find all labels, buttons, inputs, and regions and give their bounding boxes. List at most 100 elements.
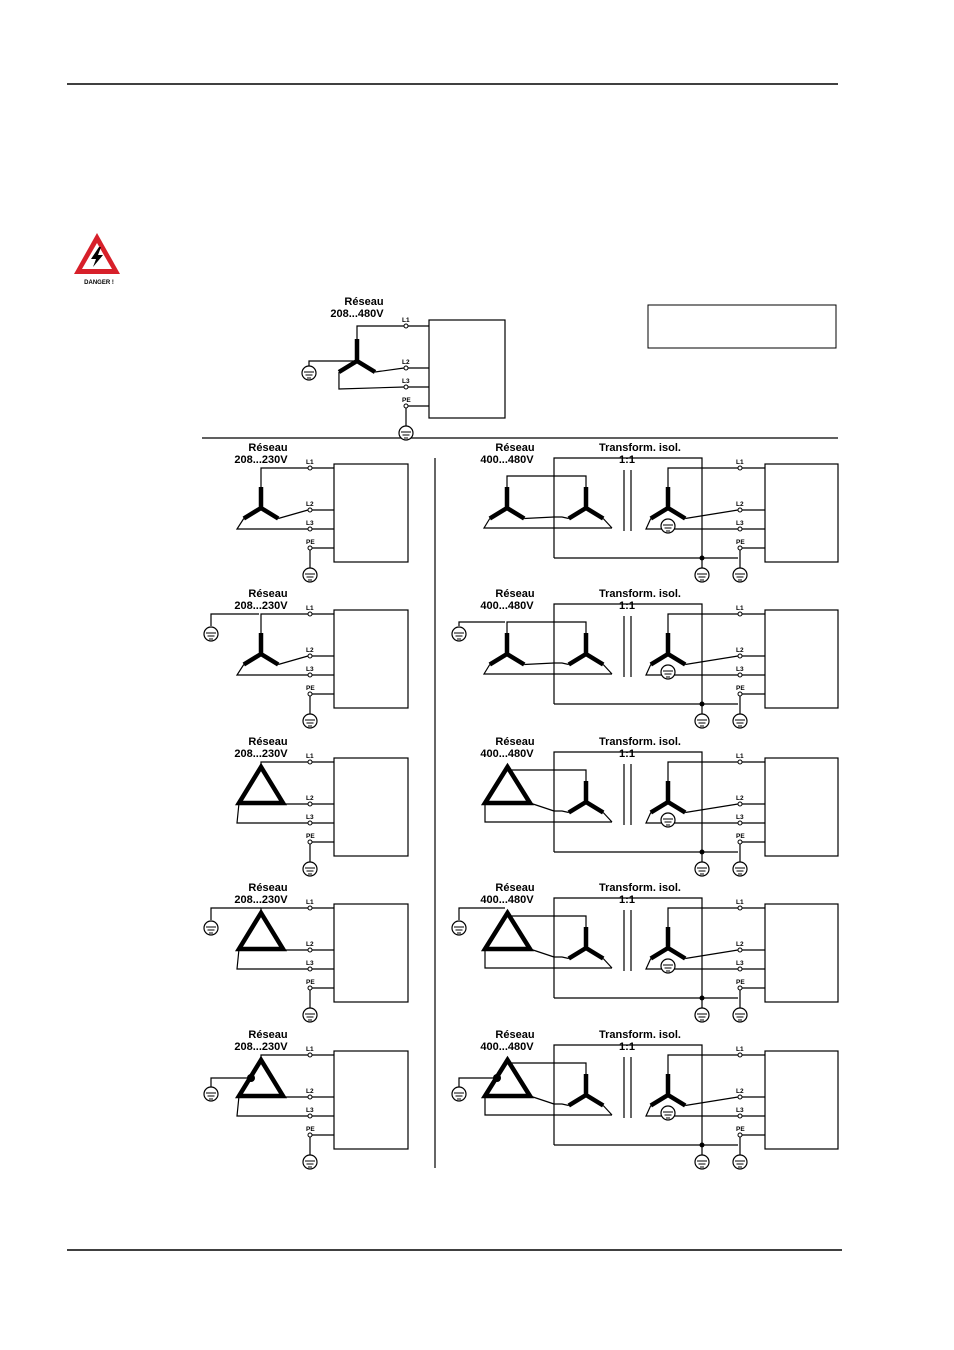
ground-circle xyxy=(451,626,467,642)
wire xyxy=(524,662,555,666)
terminal-node xyxy=(307,1132,313,1138)
terminal-node xyxy=(737,653,743,659)
delta-winding xyxy=(480,908,535,952)
star-winding xyxy=(649,633,687,667)
terminal-node xyxy=(737,611,743,617)
delta-winding xyxy=(234,762,288,806)
terminal-label-l2: L2 xyxy=(736,647,744,654)
ground-icon xyxy=(694,1154,710,1170)
star-winding xyxy=(567,1074,605,1108)
left-voltage-label: 208...230V xyxy=(234,748,288,760)
terminal-node xyxy=(307,465,313,471)
terminal-node xyxy=(307,966,313,972)
terminal-node xyxy=(737,465,743,471)
ground-icon xyxy=(451,920,467,936)
terminal-node xyxy=(307,801,313,807)
ground-circle xyxy=(694,1154,710,1170)
terminal-label-l1: L1 xyxy=(736,1046,744,1053)
terminal-node xyxy=(737,507,743,513)
terminal-label-l3: L3 xyxy=(736,960,744,967)
terminal-label-l3: L3 xyxy=(306,960,314,967)
wire xyxy=(236,1095,308,1117)
left-voltage-label: 208...230V xyxy=(234,600,288,612)
ground-circle xyxy=(694,567,710,583)
terminal-label-l2: L2 xyxy=(306,795,314,802)
terminal-node xyxy=(737,905,743,911)
terminal-node xyxy=(307,507,313,513)
ground-circle xyxy=(660,518,676,534)
transformer-label: Transform. isol. xyxy=(599,442,681,454)
star-winding xyxy=(567,781,605,815)
right-voltage-label: 400...480V xyxy=(480,1041,534,1053)
wire xyxy=(506,1060,554,1064)
terminal-label-l3: L3 xyxy=(306,1107,314,1114)
ground-circle xyxy=(694,713,710,729)
ratio-label: 1:1 xyxy=(619,600,635,612)
transformer-label: Transform. isol. xyxy=(599,882,681,894)
terminal-node xyxy=(737,526,743,532)
ground-icon xyxy=(694,1007,710,1023)
wire xyxy=(458,621,505,626)
right-network-label: Réseau xyxy=(495,736,534,748)
terminal-node xyxy=(307,1094,313,1100)
star-winding xyxy=(242,487,280,521)
terminal-node xyxy=(307,611,313,617)
terminal-label-l1: L1 xyxy=(306,605,314,612)
terminal-node xyxy=(307,839,313,845)
terminal-node xyxy=(307,985,313,991)
right-voltage-label: 400...480V xyxy=(480,748,534,760)
terminal-label-l1: L1 xyxy=(402,317,410,324)
wire xyxy=(458,1077,497,1087)
transformer-frame xyxy=(553,603,703,706)
device-box xyxy=(764,1050,839,1150)
terminal-node xyxy=(307,691,313,697)
wire xyxy=(685,655,739,666)
wire xyxy=(484,1096,612,1116)
wire xyxy=(506,913,554,917)
wire xyxy=(506,767,554,771)
terminal-label-l2: L2 xyxy=(306,1088,314,1095)
ground-icon xyxy=(660,958,676,974)
ratio-label: 1:1 xyxy=(619,894,635,906)
star-winding xyxy=(337,339,377,374)
wire xyxy=(554,810,569,814)
terminal-node xyxy=(737,839,743,845)
terminal-label-l3: L3 xyxy=(306,520,314,527)
terminal-node xyxy=(737,691,743,697)
wire xyxy=(524,516,555,520)
wire xyxy=(260,467,308,487)
wire xyxy=(645,518,738,530)
ground-icon xyxy=(302,713,318,729)
terminal-label-l1: L1 xyxy=(736,899,744,906)
terminal-node xyxy=(737,672,743,678)
wire xyxy=(260,761,308,767)
terminal-label-pe: PE xyxy=(736,685,745,692)
right-network-label: Réseau xyxy=(495,882,534,894)
ground-circle xyxy=(302,1007,318,1023)
terminal-label-pe: PE xyxy=(306,1126,315,1133)
terminal-node xyxy=(307,820,313,826)
left-network-label: Réseau xyxy=(248,736,287,748)
delta-winding xyxy=(480,762,535,806)
wire xyxy=(529,802,555,812)
terminal-label-l1: L1 xyxy=(306,899,314,906)
terminal-label-l2: L2 xyxy=(402,359,410,366)
wire xyxy=(482,518,612,529)
terminal-label-pe: PE xyxy=(306,539,315,546)
wire xyxy=(645,958,738,970)
left-network-label: Réseau xyxy=(248,442,287,454)
terminal-label-l3: L3 xyxy=(736,666,744,673)
wire xyxy=(506,475,554,487)
wire xyxy=(685,1096,739,1107)
wire xyxy=(667,907,738,927)
transformer-label: Transform. isol. xyxy=(599,1029,681,1041)
terminal-label-pe: PE xyxy=(736,539,745,546)
terminal-label-l1: L1 xyxy=(736,459,744,466)
wire xyxy=(236,948,308,970)
left-network-label: Réseau xyxy=(248,1029,287,1041)
